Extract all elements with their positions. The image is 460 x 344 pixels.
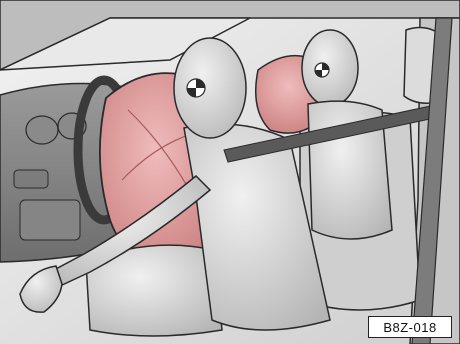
passenger-head (302, 30, 358, 106)
instrument-gauge-left (26, 116, 58, 144)
center-console (20, 200, 80, 240)
air-vent (14, 170, 48, 188)
figure-code-label: B8Z-018 (368, 316, 452, 338)
driver-head (174, 38, 246, 138)
